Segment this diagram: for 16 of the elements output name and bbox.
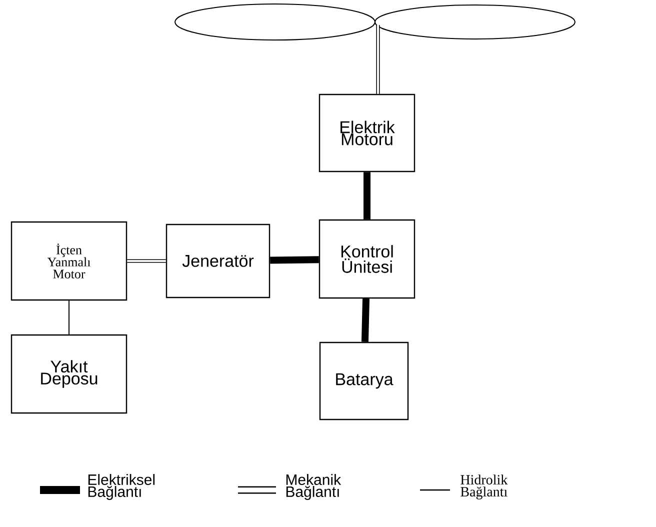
connector-line xyxy=(127,259,166,263)
connector-line xyxy=(364,172,370,220)
component-box: Batarya xyxy=(319,342,409,420)
component-box: Kontrol Ünitesi xyxy=(318,219,416,299)
connector-line xyxy=(361,298,370,342)
connector-line xyxy=(68,300,70,335)
propeller-drawing xyxy=(174,4,576,40)
component-box: Jeneratör xyxy=(166,224,270,298)
component-box: Elektrik Motoru xyxy=(318,94,416,172)
component-box: İçten Yanmalı Motor xyxy=(10,221,128,301)
legend-text: Mekanik Bağlantı xyxy=(286,474,342,500)
connector-line xyxy=(376,25,380,94)
component-box: Yakıt Deposu xyxy=(10,334,128,414)
legend-text: Elektriksel Bağlantı xyxy=(88,474,155,500)
legend-text: Hidrolik Bağlantı xyxy=(460,474,508,500)
connector-line xyxy=(270,256,319,264)
